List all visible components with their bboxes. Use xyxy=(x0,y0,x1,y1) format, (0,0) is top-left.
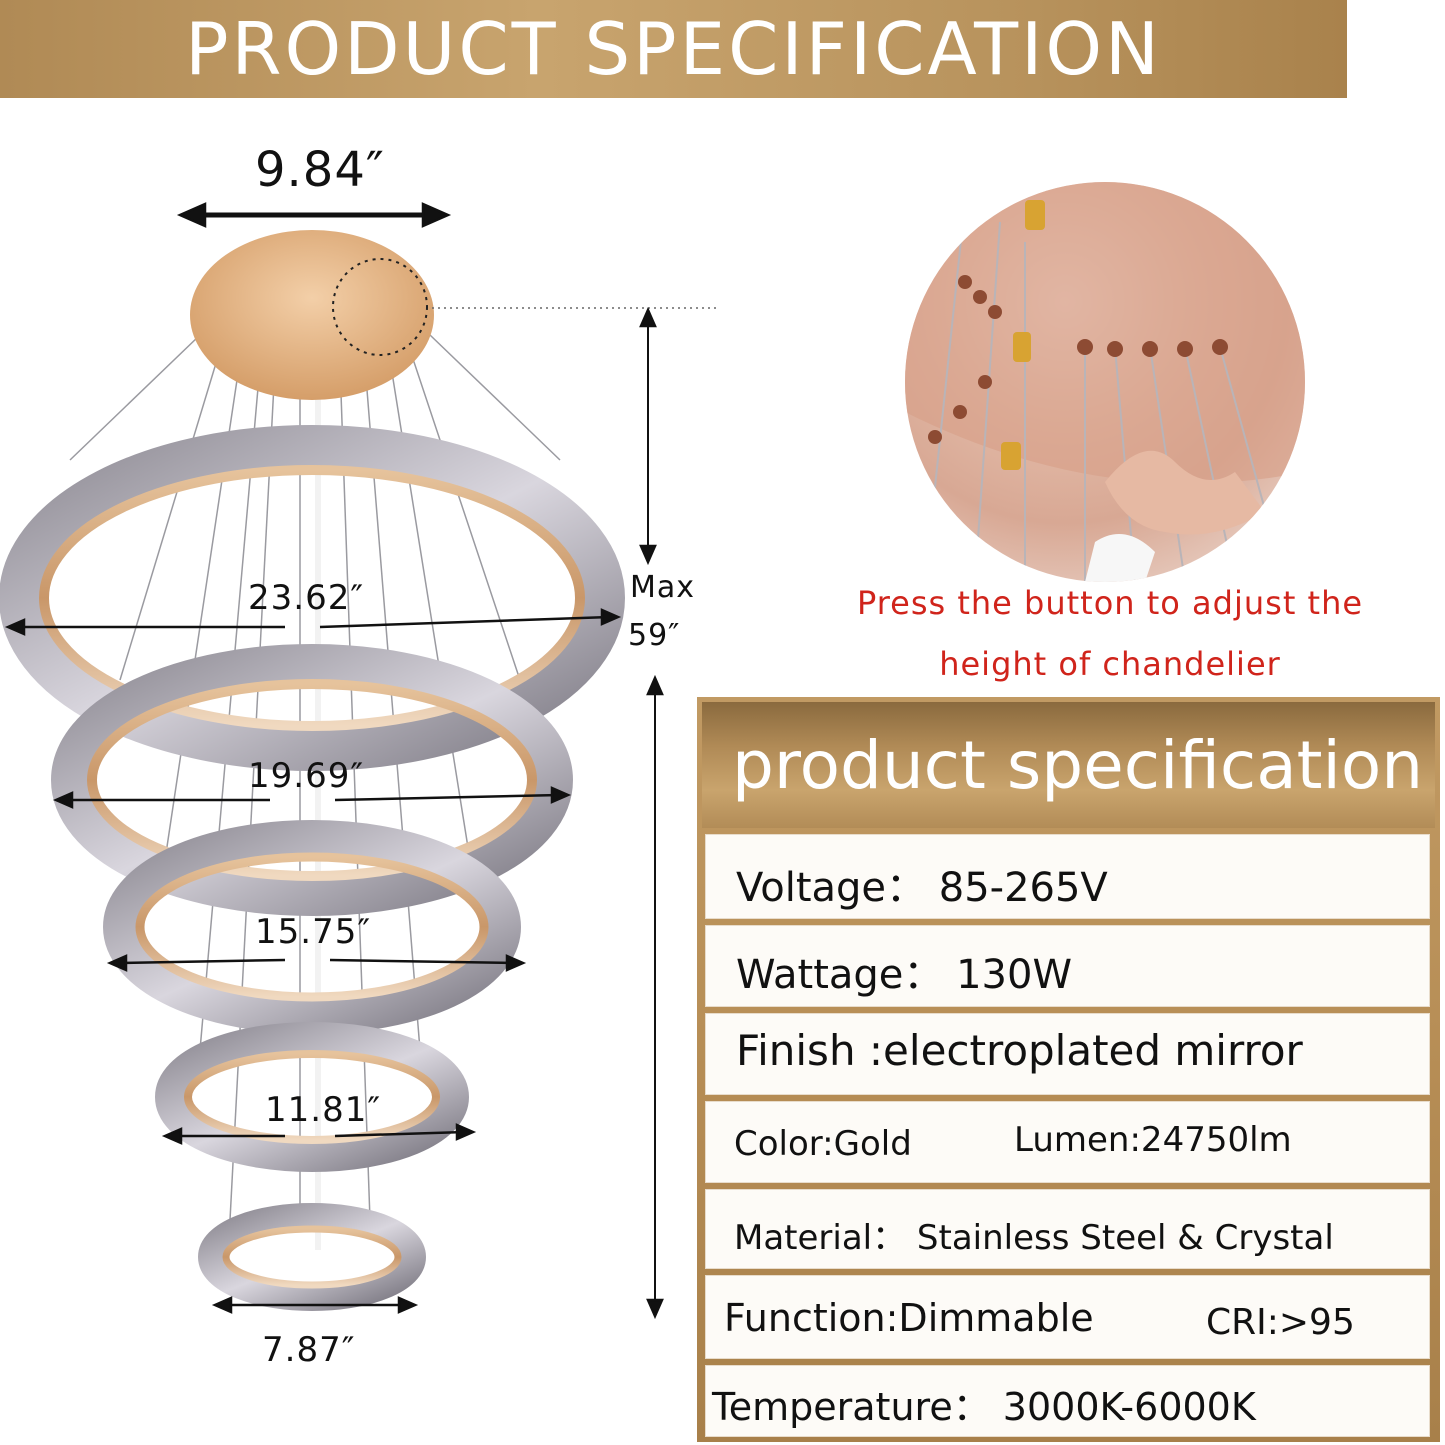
ring-3 xyxy=(103,820,521,1034)
finish-text: Finish :electroplated mirror xyxy=(736,1026,1303,1075)
canopy-width-label: 9.84″ xyxy=(255,142,385,198)
canopy-detail-illustration xyxy=(905,182,1305,582)
canopy xyxy=(190,230,434,400)
ring-3-width-label: 15.75″ xyxy=(255,912,372,952)
ring-1 xyxy=(0,425,625,771)
ring-2 xyxy=(51,644,573,916)
spec-row-wattage: Wattage： 130W xyxy=(705,925,1430,1007)
ring-5-width-label: 7.87″ xyxy=(262,1330,356,1370)
material-text: Material： Stainless Steel & Crystal xyxy=(734,1218,1334,1258)
spec-header: product specification xyxy=(702,702,1435,828)
ring-2-width-label: 19.69″ xyxy=(248,756,365,796)
spec-row-finish: Finish :electroplated mirror xyxy=(705,1013,1430,1095)
ring-4 xyxy=(155,1022,469,1172)
ring-4-width-label: 11.81″ xyxy=(265,1090,382,1130)
adjust-caption-line-2: height of chandelier xyxy=(939,645,1281,683)
banner-title: PRODUCT SPECIFICATION xyxy=(185,7,1162,91)
wattage-text: Wattage： 130W xyxy=(736,952,1072,998)
cri-text: CRI:>95 xyxy=(1206,1302,1355,1343)
color-text: Color:Gold xyxy=(734,1124,912,1164)
max-height-label: Max xyxy=(630,570,696,605)
temperature-text: Temperature： 3000K-6000K xyxy=(712,1385,1256,1429)
spec-row-color-lumen: Color:Gold Lumen:24750lm xyxy=(705,1101,1430,1183)
adjust-caption-line-1: Press the button to adjust the xyxy=(856,584,1364,622)
spec-row-temperature: Temperature： 3000K-6000K xyxy=(705,1365,1430,1437)
spec-row-function-cri: Function:Dimmable CRI:>95 xyxy=(705,1275,1430,1359)
lumen-text: Lumen:24750lm xyxy=(1014,1120,1292,1160)
function-text: Function:Dimmable xyxy=(724,1296,1094,1340)
spec-title: product specification xyxy=(732,726,1424,804)
ring-5 xyxy=(198,1203,426,1311)
ring-1-width-label: 23.62″ xyxy=(248,578,365,618)
spec-row-voltage: Voltage： 85-265V xyxy=(705,834,1430,919)
max-height-value: 59″ xyxy=(628,618,681,653)
spec-panel: product specification Voltage： 85-265V W… xyxy=(697,697,1440,1442)
voltage-text: Voltage： 85-265V xyxy=(736,865,1108,911)
spec-row-material: Material： Stainless Steel & Crystal xyxy=(705,1189,1430,1269)
detail-marker-circle xyxy=(332,258,428,356)
title-banner: PRODUCT SPECIFICATION xyxy=(0,0,1347,98)
detail-photo xyxy=(905,182,1305,582)
chandelier-illustration xyxy=(0,202,720,1320)
